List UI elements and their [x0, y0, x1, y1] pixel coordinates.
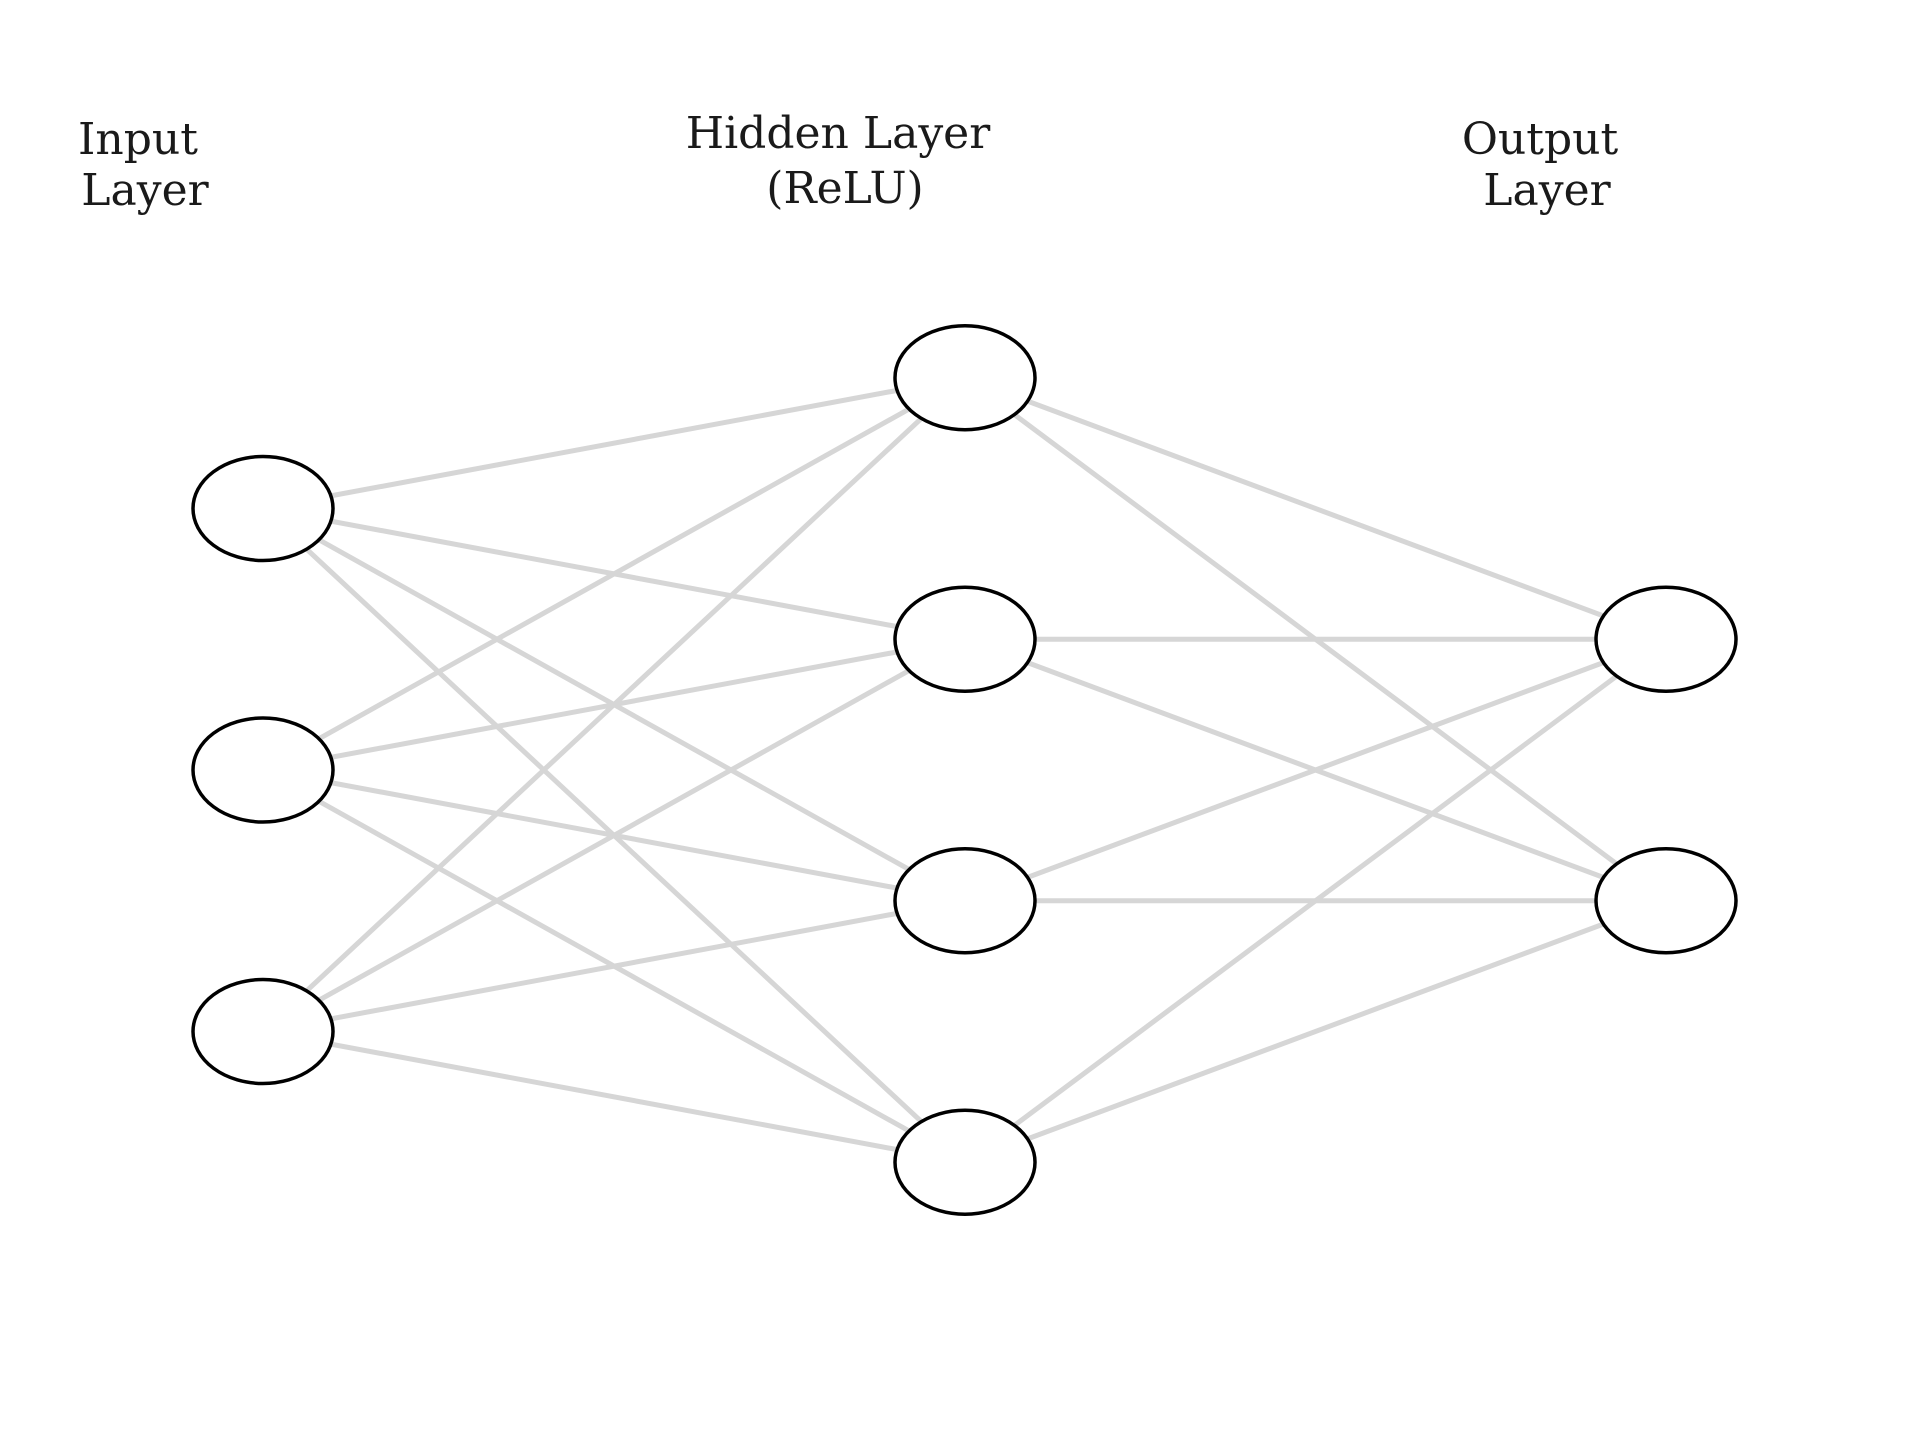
output-layer-title-line-2: Layer: [1483, 165, 1611, 216]
input-neuron-3: [191, 977, 335, 1086]
edge-hidden-3-to-output-1: [962, 636, 1669, 904]
layer-titles: Input Layer Hidden Layer (ReLU) Output L…: [78, 108, 1632, 216]
hidden-neuron-3: [893, 847, 1037, 955]
input-neuron-1: [191, 454, 335, 563]
output-neuron-2: [1594, 847, 1738, 955]
input-layer-title-line-2: Layer: [81, 165, 209, 216]
hidden-layer-title-line-1: Hidden Layer: [686, 108, 991, 159]
hidden-layer-title-line-2: (ReLU): [766, 163, 923, 214]
connections: [260, 375, 1669, 1165]
edge-input-3-to-hidden-2: [260, 636, 968, 1034]
edge-input-2-to-hidden-1: [260, 375, 968, 773]
neurons: [191, 324, 1738, 1216]
input-layer-title-line-1: Input: [78, 114, 198, 165]
edge-hidden-1-to-output-1: [962, 375, 1669, 642]
hidden-layer-title: Hidden Layer (ReLU): [686, 108, 1005, 214]
edge-input-3-to-hidden-3: [260, 898, 968, 1034]
hidden-neuron-1: [893, 324, 1037, 432]
input-layer-title: Input Layer: [78, 114, 212, 216]
edge-input-3-to-hidden-4: [260, 1029, 968, 1165]
hidden-neuron-2: [893, 585, 1037, 693]
edge-input-1-to-hidden-1: [260, 375, 968, 511]
input-neuron-2: [191, 716, 335, 824]
hidden-neuron-4: [893, 1108, 1037, 1216]
edge-hidden-4-to-output-1: [962, 636, 1669, 1165]
output-layer-title: Output Layer: [1462, 114, 1632, 216]
output-neuron-1: [1594, 585, 1738, 693]
edge-hidden-4-to-output-2: [962, 898, 1669, 1165]
edge-input-3-to-hidden-1: [260, 375, 968, 1034]
output-layer-title-line-1: Output: [1462, 114, 1619, 165]
